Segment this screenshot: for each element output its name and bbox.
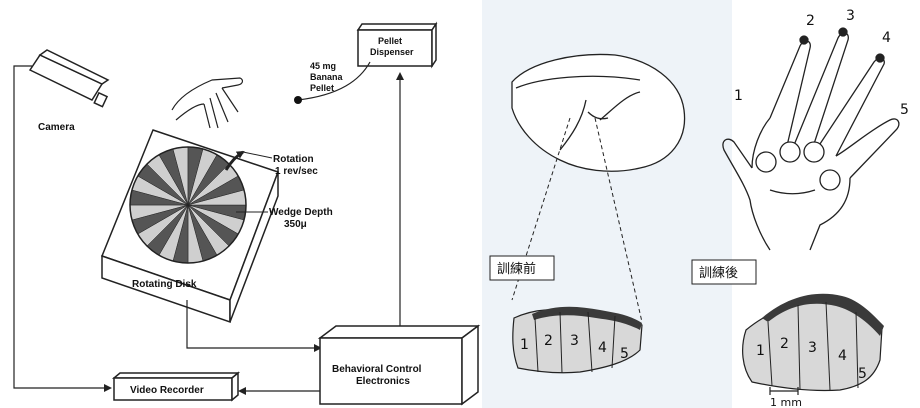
rotation-pointer <box>243 152 272 158</box>
behavioral-control-label: Behavioral Control <box>332 364 422 375</box>
finger-5: 5 <box>900 102 909 118</box>
pellet-dispenser-label-2: Dispenser <box>370 47 414 57</box>
video-recorder-label: Video Recorder <box>130 385 204 396</box>
before-region-5: 5 <box>620 346 629 362</box>
hand-illustration <box>723 28 899 250</box>
pellet-type: Banana <box>310 72 344 82</box>
camera-label: Camera <box>38 122 75 133</box>
scale-bar-label: 1 mm <box>770 396 802 408</box>
wedge-depth-label: Wedge Depth <box>269 207 333 218</box>
camera-icon <box>30 50 108 107</box>
pellet-mass: 45 mg <box>310 61 336 71</box>
after-training-label: 訓練後 <box>699 265 738 281</box>
rotating-disk-label: Rotating Disk <box>132 279 197 290</box>
pellet-dispenser-label: Pellet <box>378 36 402 46</box>
after-region-5: 5 <box>858 366 867 382</box>
camera-wire <box>14 66 110 388</box>
finger-3: 3 <box>846 8 855 24</box>
rotation-rate: 1 rev/sec <box>275 166 318 177</box>
rotation-label: Rotation <box>273 154 314 165</box>
hand-icon <box>172 78 242 128</box>
finger-4: 4 <box>882 30 891 46</box>
before-region-2: 2 <box>544 333 553 349</box>
after-region-1: 1 <box>756 343 765 359</box>
pellet-word: Pellet <box>310 83 334 93</box>
wedge-depth-value: 350μ <box>284 219 307 230</box>
pellet-icon <box>294 96 302 104</box>
finger-2: 2 <box>806 13 815 29</box>
after-region-2: 2 <box>780 336 789 352</box>
after-region-4: 4 <box>838 348 847 364</box>
before-region-1: 1 <box>520 337 529 353</box>
behavioral-control-label-2: Electronics <box>356 376 410 387</box>
before-region-4: 4 <box>598 340 607 356</box>
before-region-3: 3 <box>570 333 579 349</box>
finger-1: 1 <box>734 88 743 104</box>
before-training-label: 訓練前 <box>497 261 536 277</box>
after-region-3: 3 <box>808 340 817 356</box>
